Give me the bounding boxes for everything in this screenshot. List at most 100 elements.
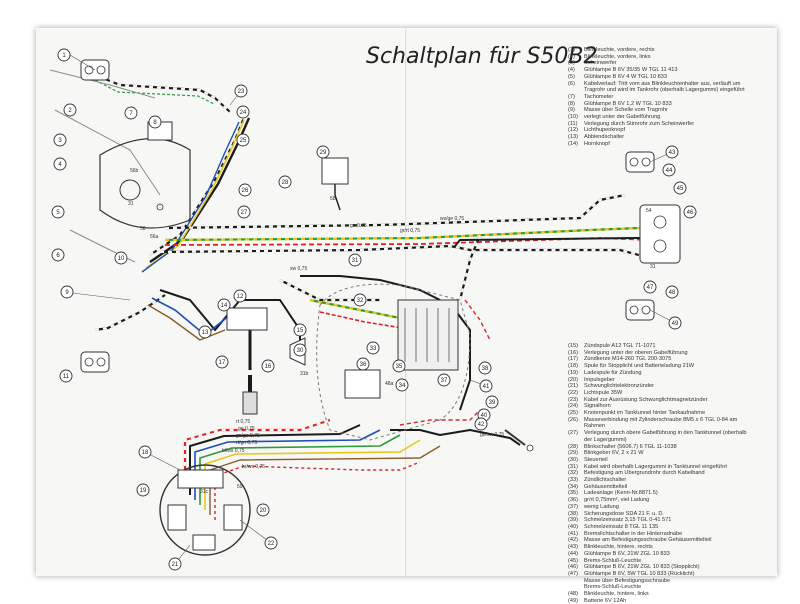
legend-text: Befestigung am Ubergrundrohr durch Kabel… xyxy=(584,470,705,477)
legend-entry: (48)Blinkleuchte, hintere, links xyxy=(568,591,758,598)
callout-number: 2 xyxy=(68,108,72,114)
legend-number: (12) xyxy=(568,127,578,134)
wire-right-up-stripe xyxy=(458,234,482,301)
callout-number: 9 xyxy=(65,290,69,296)
legend-entry: (2)Blinkleuchte, vordere, links xyxy=(568,54,758,61)
brake-switch-pivot xyxy=(526,444,534,452)
callout-circle xyxy=(53,133,67,147)
legend-text: Blinkleuchte, hintere, links xyxy=(584,591,649,598)
magneto-coil-light xyxy=(223,504,243,531)
callout-circle xyxy=(665,285,679,299)
wire-tail-upper xyxy=(164,193,626,230)
legend-number: (4) xyxy=(568,67,575,74)
legend-text: Schmelzeinsatz 8 TGL 11 135 xyxy=(584,523,659,530)
callout-circle xyxy=(238,183,252,197)
callout-circle xyxy=(236,105,250,119)
callout-number: 7 xyxy=(129,111,133,117)
legend-number: (37) xyxy=(568,503,578,510)
legend-text: Glühlampe B 6V, 5W TGL 10 833 (Rücklicht… xyxy=(584,570,695,577)
legend-entry: (28)Blinkschalter (5606.7) 6 TGL 11-1038 xyxy=(568,444,758,451)
diagram-title: Schaltplan für S50B2 xyxy=(366,44,598,69)
callout-leader xyxy=(63,291,131,301)
wire-label: rt 0,75 xyxy=(236,419,250,425)
wire-blue-bundle xyxy=(141,121,240,273)
callout-number: 23 xyxy=(238,89,245,95)
terminal-label: 31 xyxy=(128,201,134,207)
legend-text: Scheinwerfer xyxy=(584,60,617,67)
legend-number: (17) xyxy=(568,356,578,363)
callout-circle xyxy=(278,175,292,189)
legend-text: Tragrohr und wird im Tankrohr (oberhalb … xyxy=(584,87,745,94)
callout-circle xyxy=(437,373,451,387)
legend-text: Bremslichtschalter in der Hinterradnabe xyxy=(584,530,683,537)
legend-text: Tachometer xyxy=(584,93,614,100)
callout-number: 14 xyxy=(221,303,228,309)
legend-entry: (41)Bremslichtschalter in der Hinterradn… xyxy=(568,531,758,538)
callout-circle xyxy=(63,103,77,117)
legend-entry: Tragrohr und wird im Tankrohr (oberhalb … xyxy=(568,87,758,94)
wire-label: gr/rt 0,75 xyxy=(400,228,420,234)
legend-entry: (20)Impulsgeber xyxy=(568,377,758,384)
wire-mag-red-stripe xyxy=(183,418,331,490)
callout-circle xyxy=(138,445,152,459)
legend-entry: (10)verlegt unter der Gabelführung xyxy=(568,114,758,121)
magneto-pulse-generator xyxy=(192,534,216,551)
callout-number: 47 xyxy=(647,285,654,291)
legend-entry: (7)Tachometer xyxy=(568,94,758,101)
legend-entry: (30)Steuerteil xyxy=(568,457,758,464)
callout-number: 37 xyxy=(441,378,448,384)
callout-number: 18 xyxy=(142,450,149,456)
indicator-rear-right xyxy=(625,151,655,173)
callout-number: 31 xyxy=(352,258,359,264)
callout-leader xyxy=(144,451,181,471)
legend-entry: (1)Blinkleuchte, vordere, rechts xyxy=(568,47,758,54)
legend-number: (34) xyxy=(568,483,578,490)
legend-number: (32) xyxy=(568,470,578,477)
callout-number: 15 xyxy=(297,328,304,334)
legend-number: (26) xyxy=(568,416,578,423)
indicator-front-left xyxy=(80,351,110,373)
callout-circle xyxy=(59,369,73,383)
brake-switch-lever xyxy=(504,429,526,446)
callout-number: 46 xyxy=(687,210,694,216)
legend-entry: (33)Zündlichtschalter xyxy=(568,477,758,484)
legend-entry: (5)Glühlampe B 6V 4 W TGL 10 833 xyxy=(568,74,758,81)
callout-circle xyxy=(233,289,247,303)
callout-number: 34 xyxy=(399,383,406,389)
callout-circle xyxy=(53,157,67,171)
legend-number: (43) xyxy=(568,544,578,551)
callout-circle xyxy=(665,145,679,159)
wire-front-right xyxy=(94,73,231,113)
legend-text: der Lagergummi) xyxy=(584,436,627,443)
callout-circle xyxy=(234,84,248,98)
legend-text: Blinkgeber 6V, 2 x 21 W xyxy=(584,450,644,457)
legend-number: (1) xyxy=(568,47,575,53)
callout-number: 30 xyxy=(297,348,304,354)
callout-number: 49 xyxy=(672,321,679,327)
callout-circle xyxy=(392,359,406,373)
legend-entry: (19)Ladespule für Zündung xyxy=(568,370,758,377)
callout-circle xyxy=(668,316,682,330)
callout-number: 33 xyxy=(370,346,377,352)
legend-text: wenig Ladung xyxy=(584,503,619,510)
tail-light xyxy=(639,204,681,264)
callout-number: 42 xyxy=(478,422,485,428)
callout-number: 16 xyxy=(265,364,272,370)
legend-number: (40) xyxy=(568,523,578,530)
headlight-bulb xyxy=(119,179,141,201)
legend-text: Knotenpunkt im Tanktunnel hinter Tankauf… xyxy=(584,410,706,417)
callout-circle xyxy=(293,343,307,357)
callout-circle xyxy=(264,536,278,550)
callout-number: 26 xyxy=(242,188,249,194)
magneto-stator xyxy=(159,464,251,556)
callout-circle xyxy=(348,253,362,267)
callout-circle xyxy=(261,359,275,373)
legend-entry: der Lagergummi) xyxy=(568,437,758,444)
callout-circle xyxy=(60,285,74,299)
legend-number: (22) xyxy=(568,389,578,396)
legend-number: (35) xyxy=(568,490,578,497)
legend-text: Schmelzeinsatz 3,15 TGL 0-41 571 xyxy=(584,517,672,524)
legend-number: (29) xyxy=(568,450,578,457)
legend-text: Brems-Schluß-Leuchte xyxy=(584,584,642,591)
wire-mag-blue xyxy=(194,429,381,500)
